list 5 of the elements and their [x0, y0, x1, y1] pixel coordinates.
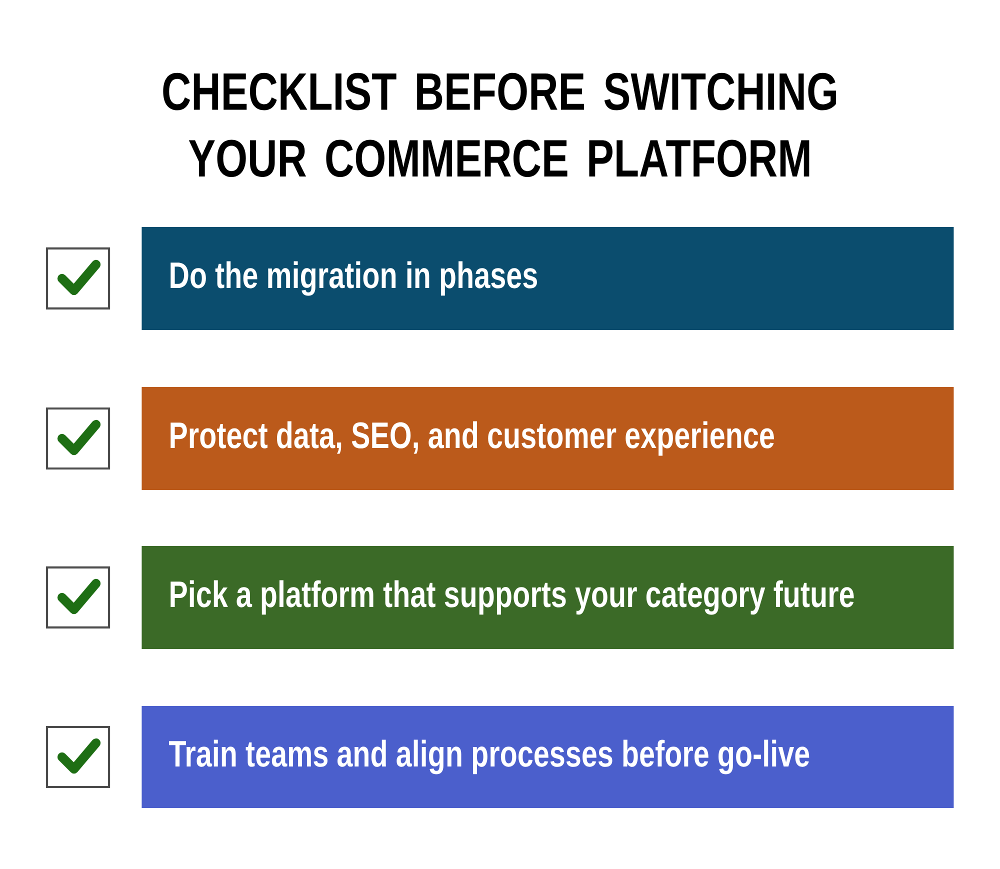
step-box: Train teams and align processes before go-live — [142, 706, 954, 808]
step-box: Do the migration in phases — [142, 227, 954, 330]
step-box: Protect data, SEO, and customer experience — [142, 387, 954, 490]
title: CHECKLIST BEFORE SWITCHING YOUR COMMERCE PLATFORM — [163, 72, 836, 178]
step-box: Pick a platform that supports your category future — [142, 546, 954, 649]
